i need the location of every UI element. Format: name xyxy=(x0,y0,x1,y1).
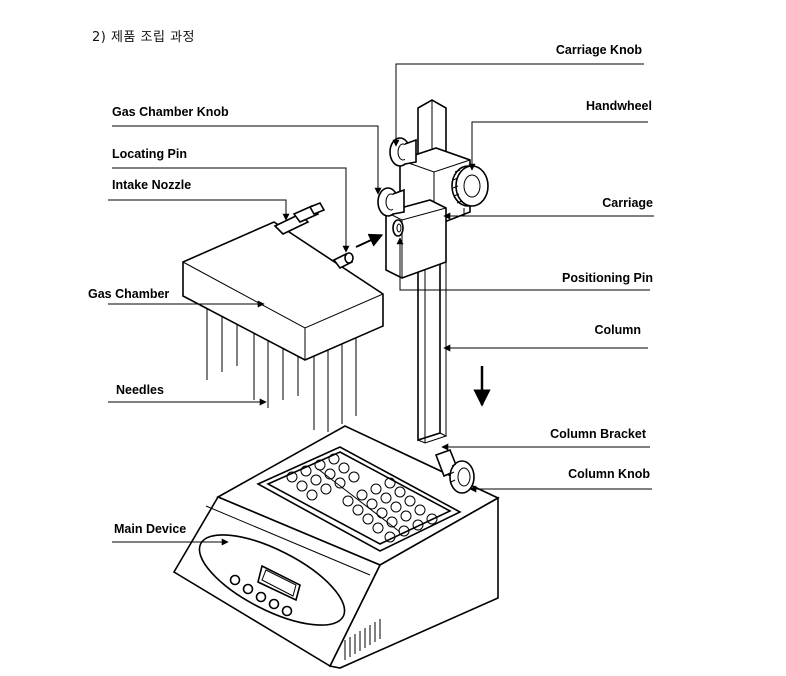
label-column: Column xyxy=(594,323,641,337)
control-buttons xyxy=(229,574,293,617)
carriage-knob-part xyxy=(389,137,417,167)
gas-chamber-knob-part xyxy=(377,187,405,217)
main-device xyxy=(172,425,500,669)
label-carriage: Carriage xyxy=(602,196,653,210)
label-locating-pin: Locating Pin xyxy=(112,147,187,161)
assembly-arrows xyxy=(355,233,491,407)
gas-chamber-part xyxy=(182,201,384,432)
label-column-knob: Column Knob xyxy=(568,467,650,481)
control-panel-oval xyxy=(198,534,346,626)
handwheel-part xyxy=(451,165,489,207)
label-carriage-knob: Carriage Knob xyxy=(556,43,642,57)
label-gas-chamber-knob: Gas Chamber Knob xyxy=(112,105,229,119)
callout-labels: Carriage Knob Handwheel Gas Chamber Knob… xyxy=(88,43,653,536)
label-intake-nozzle: Intake Nozzle xyxy=(112,178,191,192)
positioning-pin-hole xyxy=(392,219,404,237)
heating-block xyxy=(256,446,462,552)
sample-wells xyxy=(286,453,438,543)
label-main-device: Main Device xyxy=(114,522,186,536)
label-gas-chamber: Gas Chamber xyxy=(88,287,169,301)
label-column-bracket: Column Bracket xyxy=(550,427,647,441)
intake-nozzle-part xyxy=(273,201,326,235)
page-heading: 2) 제품 조립 과정 xyxy=(92,30,195,45)
column-knob-part xyxy=(449,460,475,494)
vent-grille xyxy=(344,619,381,660)
label-handwheel: Handwheel xyxy=(586,99,652,113)
label-needles: Needles xyxy=(116,383,164,397)
leader-lines xyxy=(108,63,654,546)
display-screen xyxy=(257,564,301,602)
label-positioning-pin: Positioning Pin xyxy=(562,271,653,285)
